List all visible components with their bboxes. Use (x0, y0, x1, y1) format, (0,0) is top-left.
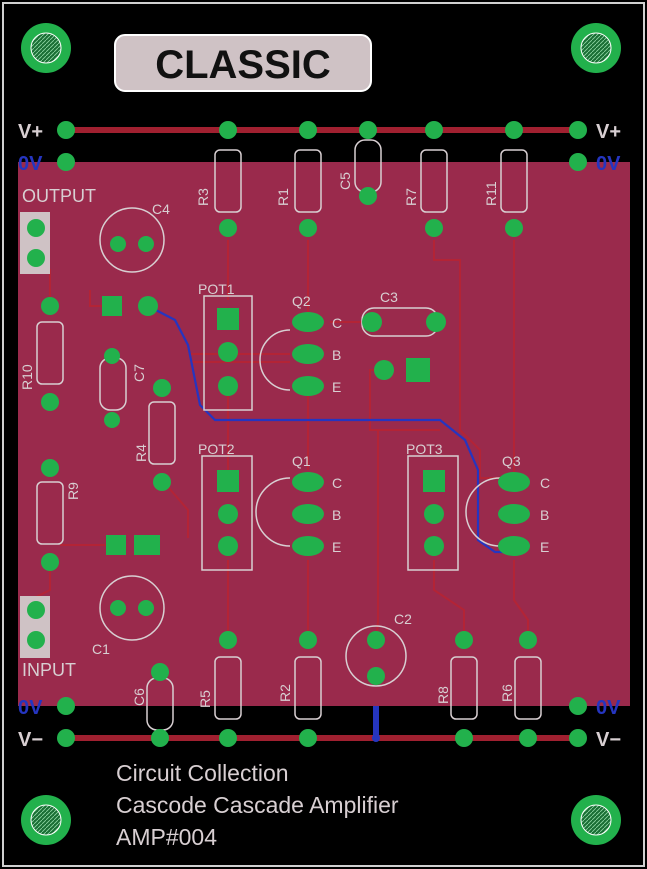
q1-b: B (332, 507, 341, 523)
zero-left: 0V (18, 153, 43, 175)
label-r7: R7 (403, 188, 419, 206)
rail-labels: V+ V+ 0V 0V 0V 0V V− V− (18, 121, 621, 751)
vminus-left: V− (18, 729, 43, 751)
label-r8: R8 (435, 686, 451, 704)
zero-right-bottom: 0V (596, 697, 621, 719)
zero-left-bottom: 0V (18, 697, 43, 719)
label-c4: C4 (152, 201, 170, 217)
footer-line3: AMP#004 (116, 824, 217, 850)
label-r6: R6 (499, 684, 515, 702)
label-r10: R10 (19, 364, 35, 390)
vminus-right: V− (596, 729, 621, 751)
ground-pour (18, 162, 630, 706)
logo-text: CLASSIC (155, 43, 331, 87)
label-r11: R11 (483, 181, 499, 206)
label-c2: C2 (394, 611, 412, 627)
footer-line2: Cascode Cascade Amplifier (116, 792, 399, 818)
q2-b: B (332, 347, 341, 363)
label-r5: R5 (197, 690, 213, 708)
label-r9: R9 (65, 482, 81, 500)
label-r3: R3 (195, 188, 211, 206)
vplus-left: V+ (18, 121, 43, 143)
q2-e: E (332, 379, 341, 395)
q3-e: E (540, 539, 549, 555)
label-pot3: POT3 (406, 441, 443, 457)
label-pot2: POT2 (198, 441, 235, 457)
power-rails (65, 127, 578, 741)
label-c1: C1 (92, 641, 110, 657)
label-c7: C7 (131, 364, 147, 382)
q3-c: C (540, 475, 550, 491)
vplus-right: V+ (596, 121, 621, 143)
input-label: INPUT (22, 660, 76, 680)
blue-signal-trace (147, 305, 514, 554)
q2-c: C (332, 315, 342, 331)
label-r2: R2 (277, 684, 293, 702)
label-q3: Q3 (502, 453, 521, 469)
pads (27, 121, 587, 747)
logo-plate (114, 34, 372, 92)
footer: Circuit Collection Cascode Cascade Ampli… (116, 760, 399, 850)
label-c3: C3 (380, 289, 398, 305)
q3-b: B (540, 507, 549, 523)
label-c5: C5 (337, 172, 353, 190)
zero-right: 0V (596, 153, 621, 175)
part-labels: R3 R1 C5 R7 R11 C4 R10 R9 C7 R4 POT1 POT… (19, 172, 550, 708)
label-q1: Q1 (292, 453, 311, 469)
component-outlines (36, 139, 542, 731)
label-q2: Q2 (292, 293, 311, 309)
q1-e: E (332, 539, 341, 555)
q1-c: C (332, 475, 342, 491)
label-r4: R4 (133, 444, 149, 462)
label-pot1: POT1 (198, 281, 235, 297)
label-r1: R1 (275, 188, 291, 206)
mounting-holes (21, 23, 621, 845)
label-c6: C6 (131, 688, 147, 706)
output-label: OUTPUT (22, 186, 96, 206)
footer-line1: Circuit Collection (116, 760, 289, 786)
